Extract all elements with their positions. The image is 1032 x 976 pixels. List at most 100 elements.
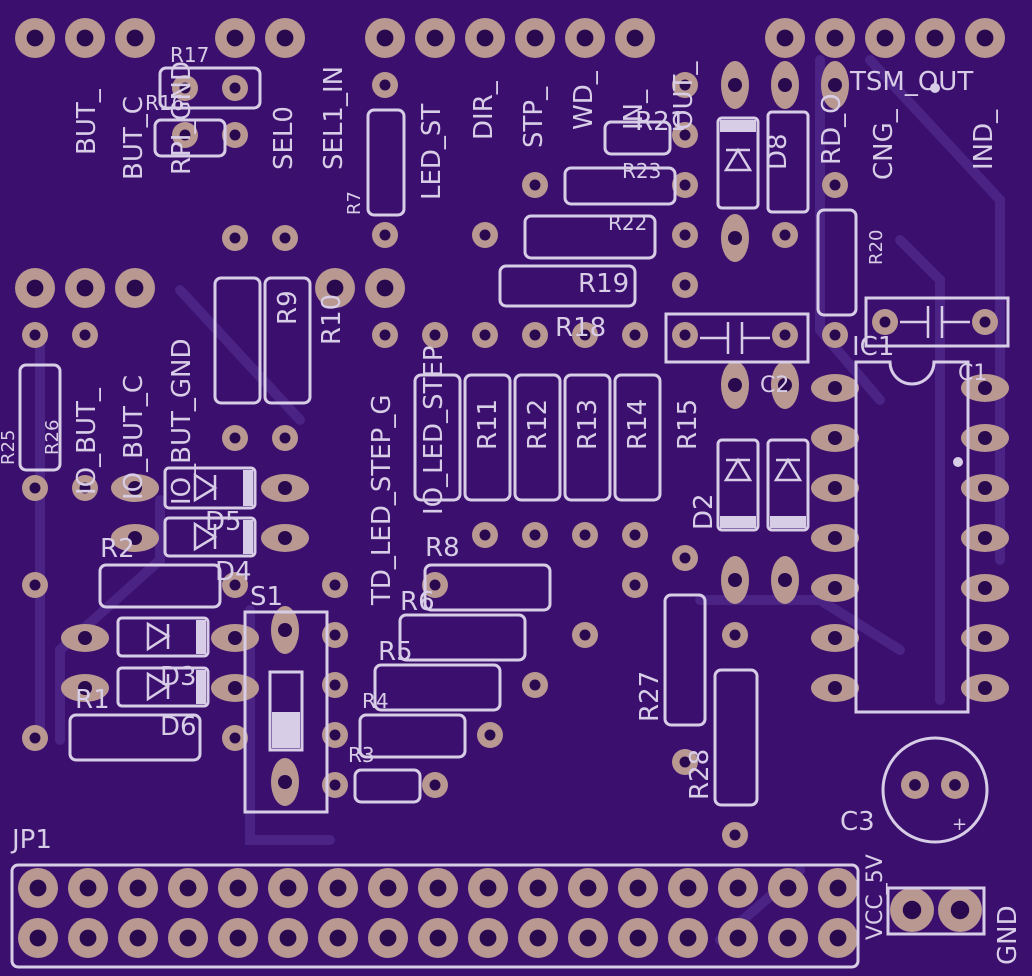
pad-hole: [529, 929, 547, 947]
pad-hole: [29, 579, 41, 591]
pad-hole: [128, 481, 142, 495]
pad-hole: [26, 29, 44, 47]
ref-r25: R25: [0, 430, 19, 465]
pad-hole: [576, 29, 594, 47]
pad-hole: [129, 879, 147, 897]
pad-hole: [529, 529, 541, 541]
ref-r8: R8: [425, 533, 460, 563]
pad-hole: [376, 279, 394, 297]
label-io-but-gnd: IO_BUT_GND: [167, 339, 197, 506]
pad-hole: [179, 82, 191, 94]
pad-hole: [79, 879, 97, 897]
pad-hole: [828, 681, 842, 695]
ref-r3: R3: [348, 743, 375, 767]
pad-hole: [626, 29, 644, 47]
pad-hole: [679, 229, 691, 241]
ref-r22: R22: [608, 211, 647, 235]
ref-r20: R20: [866, 230, 887, 265]
pad-hole: [579, 529, 591, 541]
pad-hole: [579, 629, 591, 641]
pad-hole: [629, 929, 647, 947]
pad-hole: [376, 29, 394, 47]
pad-hole: [679, 552, 691, 564]
pad-hole: [979, 316, 991, 328]
pad-hole: [828, 581, 842, 595]
label-vcc: VCC_5V: [863, 854, 888, 940]
label-tsm-out: TSM_OUT: [849, 67, 973, 97]
pad-hole: [179, 929, 197, 947]
label-sel1: SEL1_IN: [319, 66, 349, 170]
pad-hole: [779, 929, 797, 947]
ref-r13: R13: [573, 399, 603, 450]
pad-hole: [579, 929, 597, 947]
label-rd: RD_O: [817, 93, 847, 165]
pad-hole: [329, 629, 341, 641]
pad-hole: [26, 279, 44, 297]
pad-hole: [976, 29, 994, 47]
label-gnd: GND: [993, 905, 1023, 965]
label-cng: CNG_: [869, 108, 899, 180]
pad-hole: [679, 279, 691, 291]
pad-hole: [279, 879, 297, 897]
ref-r2: R2: [100, 534, 135, 564]
label-wd: WD_: [569, 70, 599, 130]
pad-hole: [876, 29, 894, 47]
ref-r18: R18: [555, 313, 606, 343]
pad-hole: [229, 232, 241, 244]
pad-hole: [226, 29, 244, 47]
pad-hole: [902, 900, 922, 920]
ref-r26: R26: [42, 420, 63, 455]
pad-hole: [778, 378, 792, 392]
pad-hole: [278, 481, 292, 495]
label-io-led-step: IO_LED_STEP: [419, 345, 449, 515]
pad-hole: [476, 29, 494, 47]
pad-hole: [229, 879, 247, 897]
pad-hole: [926, 29, 944, 47]
label-td-led-step: TD_LED_STEP_G: [367, 395, 397, 606]
pad-hole: [479, 229, 491, 241]
pad-hole: [429, 879, 447, 897]
pad-hole: [679, 929, 697, 947]
pad-hole: [778, 78, 792, 92]
pad-hole: [779, 879, 797, 897]
pad-hole: [949, 779, 961, 791]
pad-hole: [126, 279, 144, 297]
pad-hole: [826, 29, 844, 47]
pad-hole: [228, 681, 242, 695]
pad-hole: [679, 179, 691, 191]
pad-hole: [229, 732, 241, 744]
pad-hole: [429, 779, 441, 791]
ref-r12: R12: [523, 399, 553, 450]
ref-r6: R6: [400, 587, 435, 617]
label-out: OUT_: [669, 61, 699, 130]
pad-hole: [978, 681, 992, 695]
pad-hole: [579, 879, 597, 897]
label-sel0: SEL0: [269, 106, 299, 170]
ref-r21: R21: [635, 107, 686, 137]
silkscreen-fills: [196, 83, 963, 748]
pad-hole: [278, 775, 292, 789]
ref-d3: D3: [160, 662, 197, 692]
pad-hole: [228, 631, 242, 645]
diode-symbols: [146, 147, 970, 702]
pad-hole: [978, 431, 992, 445]
label-but1: BUT_: [72, 88, 102, 155]
pad-hole: [329, 879, 347, 897]
pad-hole: [829, 879, 847, 897]
pad-hole: [679, 756, 691, 768]
pad-hole: [429, 329, 441, 341]
pad-hole: [828, 431, 842, 445]
pad-hole: [728, 231, 742, 245]
pad-hole: [379, 329, 391, 341]
pad-hole: [179, 129, 191, 141]
pad-hole: [229, 129, 241, 141]
label-io-but-c: IO_BUT_C: [119, 375, 149, 500]
pad-hole: [329, 729, 341, 741]
pad-hole: [828, 481, 842, 495]
pad-hole: [629, 529, 641, 541]
silkscreen-labels: BUT_ BUT_C RPI_GND SEL0 SEL1_IN LED_ST D…: [0, 43, 1023, 965]
pad-hole: [79, 929, 97, 947]
pad-hole: [829, 329, 841, 341]
label-ind: IND_: [969, 109, 999, 170]
pad-hole: [79, 329, 91, 341]
